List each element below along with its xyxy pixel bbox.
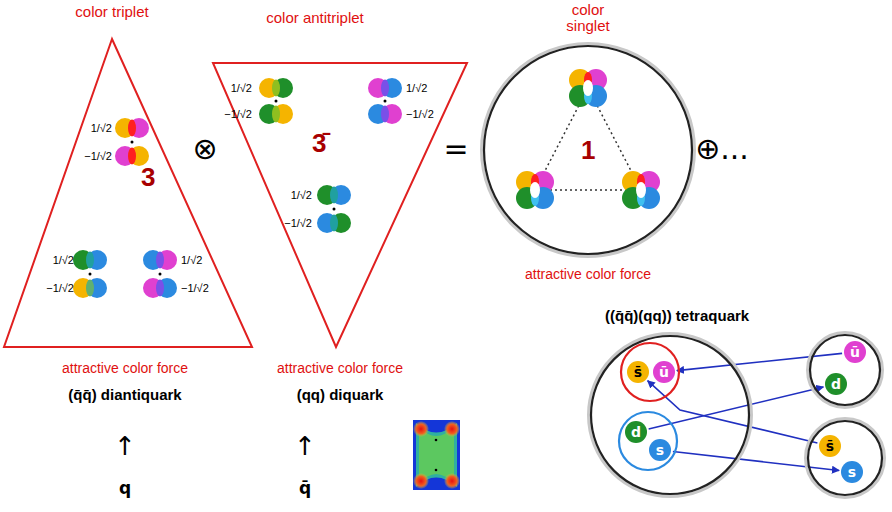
coefficient: 1/√2 <box>406 81 427 95</box>
up-arrow: ↑ <box>294 432 316 460</box>
coefficient: 1/√2 <box>91 121 112 135</box>
quark-label: d <box>825 373 847 395</box>
meson-circle: ūd <box>809 334 881 406</box>
coefficient: 1/√2 <box>231 81 252 95</box>
outer-ring <box>589 334 752 497</box>
quark-circle: ū <box>844 341 866 363</box>
circle-outline <box>591 336 749 494</box>
tetraquark-glyphs <box>516 69 660 209</box>
tetraquark-circle-outline <box>590 335 750 495</box>
diantiquark-label: (q̄q̄) diantiquark <box>68 386 181 404</box>
quark-label: d <box>625 421 647 443</box>
quark-disc <box>627 361 649 383</box>
antitriplet-triangle: color antitriplet3̄ <box>212 62 468 348</box>
diquark-label: (qq) diquark <box>297 386 384 404</box>
quark-label: ū <box>653 361 675 383</box>
quark-disc <box>819 435 841 457</box>
quark-circle: d <box>825 373 847 395</box>
circle-outline <box>808 421 882 495</box>
force-note: attractive color force <box>62 360 188 377</box>
quark-arrow <box>673 452 839 471</box>
diquark-circle-outline <box>618 411 678 471</box>
outer-ring <box>808 333 883 408</box>
quark-circle: s <box>649 439 671 461</box>
outer-ring <box>806 419 885 498</box>
quark-label: s <box>841 461 863 483</box>
circle-outline <box>619 412 677 470</box>
quark-disc <box>825 373 847 395</box>
quark-label: ū <box>844 341 866 363</box>
coefficient: 1/√2 <box>291 188 312 202</box>
quark-disc <box>649 439 671 461</box>
quark-disc <box>653 361 675 383</box>
quark-symbol: q <box>119 478 131 498</box>
coefficient: −1/√2 <box>224 107 252 121</box>
density-heatmap <box>413 420 460 490</box>
coefficient: −1/√2 <box>406 107 434 121</box>
group-heading: color singlet <box>548 2 628 34</box>
quark-label: s̄ <box>819 435 841 457</box>
tensor-product: ⊗ <box>192 132 217 166</box>
outer-ring <box>482 44 695 257</box>
coefficient: −1/√2 <box>284 216 312 230</box>
tetraquark-heading: ((q̄q̄)(qq)) tetraquark <box>605 307 749 325</box>
quark-disc <box>841 461 863 483</box>
coefficient: −1/√2 <box>84 149 112 163</box>
force-note: attractive color force <box>525 266 651 283</box>
coefficient: −1/√2 <box>46 281 74 295</box>
tetraquark-circle: ((q̄q̄)(qq)) tetraquarks̄ūds <box>590 335 750 495</box>
coefficient: 1/√2 <box>181 253 202 267</box>
quark-circle: s <box>841 461 863 483</box>
antitriplet-triangle-outline <box>212 62 468 348</box>
quark-label: s̄ <box>627 361 649 383</box>
quark-circle: s̄ <box>819 435 841 457</box>
circle-outline <box>810 335 880 405</box>
diquark-glyphs <box>73 78 402 298</box>
meson-circle: s̄s <box>807 420 883 496</box>
coefficient: 1/√2 <box>53 253 74 267</box>
up-arrow: ↑ <box>114 432 136 460</box>
quark-circle: ū <box>653 361 675 383</box>
coefficient: −1/√2 <box>181 281 209 295</box>
multiplet-number: 3̄ <box>312 128 326 158</box>
circle-outline <box>484 46 692 254</box>
multiplet-number: 1 <box>581 135 595 165</box>
force-note: attractive color force <box>277 360 403 377</box>
meson-circle-outline <box>809 334 881 406</box>
group-heading: color antitriplet <box>260 10 370 26</box>
quark-label: s <box>649 439 671 461</box>
diantiquark-circle: s̄ū <box>620 342 680 402</box>
quark-disc <box>625 421 647 443</box>
triplet-triangle: color triplet3 <box>3 38 253 348</box>
triplet-triangle-outline <box>3 38 253 348</box>
quark-circle: d <box>625 421 647 443</box>
group-heading: color triplet <box>72 4 152 20</box>
quark-circle: s̄ <box>627 361 649 383</box>
equals-sign: = <box>443 132 468 166</box>
triangle-outline <box>213 63 467 347</box>
singlet-circle: color singlet1 <box>483 45 693 255</box>
quark-disc <box>844 341 866 363</box>
quark-arrow <box>677 353 842 370</box>
direct-sum: ⊕... <box>695 132 749 166</box>
multiplet-number: 3 <box>141 162 155 192</box>
diquark-circle: ds <box>618 411 678 471</box>
circle-outline <box>621 343 679 401</box>
antiquark-symbol: q̄ <box>299 478 311 498</box>
meson-circle-outline <box>807 420 883 496</box>
triangle-outline <box>4 39 252 347</box>
